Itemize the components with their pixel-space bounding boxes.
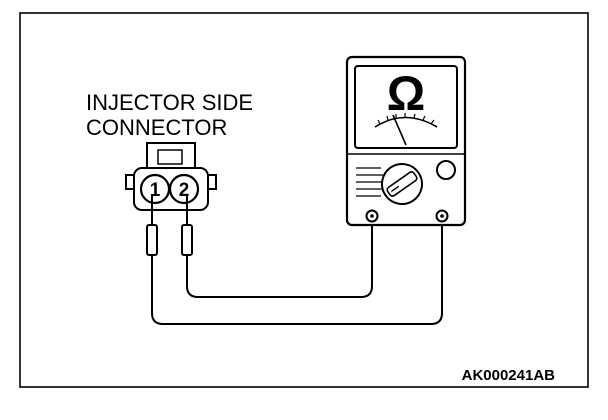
range-selector-scale <box>356 167 384 197</box>
ohmmeter-terminal-right-hole <box>440 214 444 218</box>
probe-2-handle <box>181 224 193 256</box>
ohmmeter-display <box>354 65 458 149</box>
ohm-symbol: Ω <box>387 68 425 121</box>
connector-lock-window <box>157 149 183 165</box>
figure-code: AK000241AB <box>462 367 556 384</box>
pin-1-number: 1 <box>150 180 161 201</box>
range-selector-knob <box>381 163 423 206</box>
ohmmeter-terminal-left-hole <box>370 214 374 218</box>
zero-adjust-knob <box>436 160 456 180</box>
test-lead-pin1 <box>151 222 443 325</box>
ohmmeter-scale-ticks <box>377 113 435 125</box>
ohmmeter <box>345 55 467 227</box>
injector-connector <box>125 142 217 211</box>
figure-frame <box>19 12 589 388</box>
pin-2-cavity <box>168 173 200 205</box>
test-lead-pin2 <box>186 222 373 298</box>
probe-1-handle <box>146 224 158 256</box>
connector-label-line2: CONNECTOR <box>86 115 227 140</box>
ohmmeter-needle <box>392 114 407 146</box>
test-leads <box>151 222 443 325</box>
test-probes <box>146 196 193 256</box>
connector-label-line1: INJECTOR SIDE <box>86 90 253 115</box>
pin-2-number: 2 <box>179 180 190 201</box>
